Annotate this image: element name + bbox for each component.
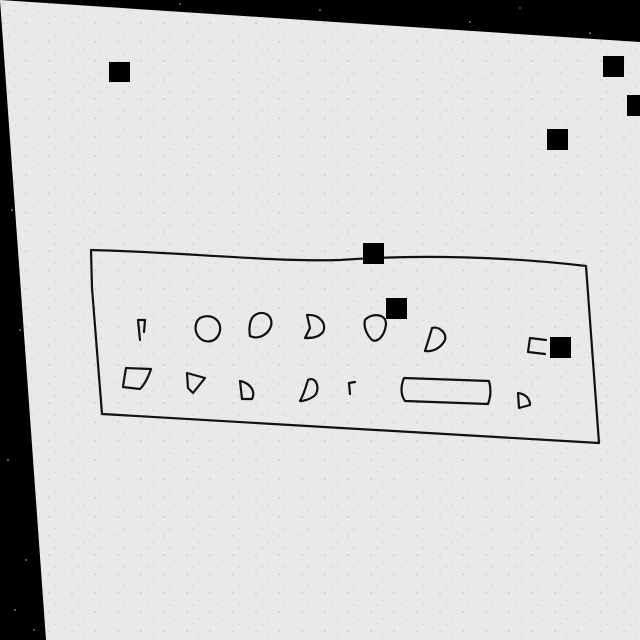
marker-4: [547, 129, 568, 150]
keyboard-wireframe-panel: [89, 248, 601, 445]
d-shaped-key: [298, 378, 319, 403]
round-key: [194, 315, 222, 343]
triangle-key: [185, 371, 207, 395]
bracket-key: [526, 336, 548, 356]
marker-7: [550, 337, 571, 358]
d-shaped-key: [303, 313, 326, 340]
small-d-key: [516, 391, 532, 410]
tall-narrow-key: [136, 318, 147, 342]
marker-5: [363, 243, 384, 264]
marker-2: [603, 56, 624, 77]
marker-1: [109, 62, 130, 82]
marker-layer: [109, 56, 640, 358]
round-key: [363, 314, 388, 342]
keyboard-sketch: [89, 248, 601, 445]
d-shaped-key: [423, 326, 447, 353]
marker-6: [386, 298, 407, 319]
d-shaped-key: [238, 379, 255, 401]
border-noise: [7, 2, 591, 631]
round-key: [248, 311, 273, 339]
trapezoid-key: [121, 366, 153, 391]
spacebar-key: [400, 376, 492, 406]
small-hook-key: [347, 380, 357, 396]
marker-3: [627, 95, 640, 116]
